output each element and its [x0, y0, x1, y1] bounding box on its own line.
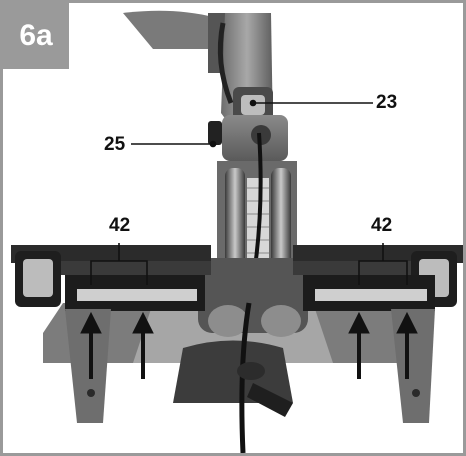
callout-42-right: 42	[371, 215, 393, 236]
figure-label: 6a	[3, 3, 69, 69]
arrow-up-icon	[348, 311, 370, 379]
arrow-up-icon	[396, 311, 418, 379]
right-extension	[293, 245, 463, 423]
leader-lines	[131, 99, 373, 148]
arrow-up-icon	[132, 311, 154, 379]
saw-base	[43, 258, 423, 403]
arrow-up-icon	[80, 311, 102, 379]
callout-23: 23	[376, 92, 398, 113]
indicator-arrows	[80, 311, 418, 379]
miter-saw-illustration	[11, 10, 463, 453]
callout-42-left: 42	[109, 215, 131, 236]
lock-knob	[208, 115, 288, 161]
handle-and-cord	[237, 302, 293, 453]
brackets-42	[90, 243, 408, 285]
callout-25: 25	[104, 134, 126, 155]
left-extension	[11, 245, 211, 423]
